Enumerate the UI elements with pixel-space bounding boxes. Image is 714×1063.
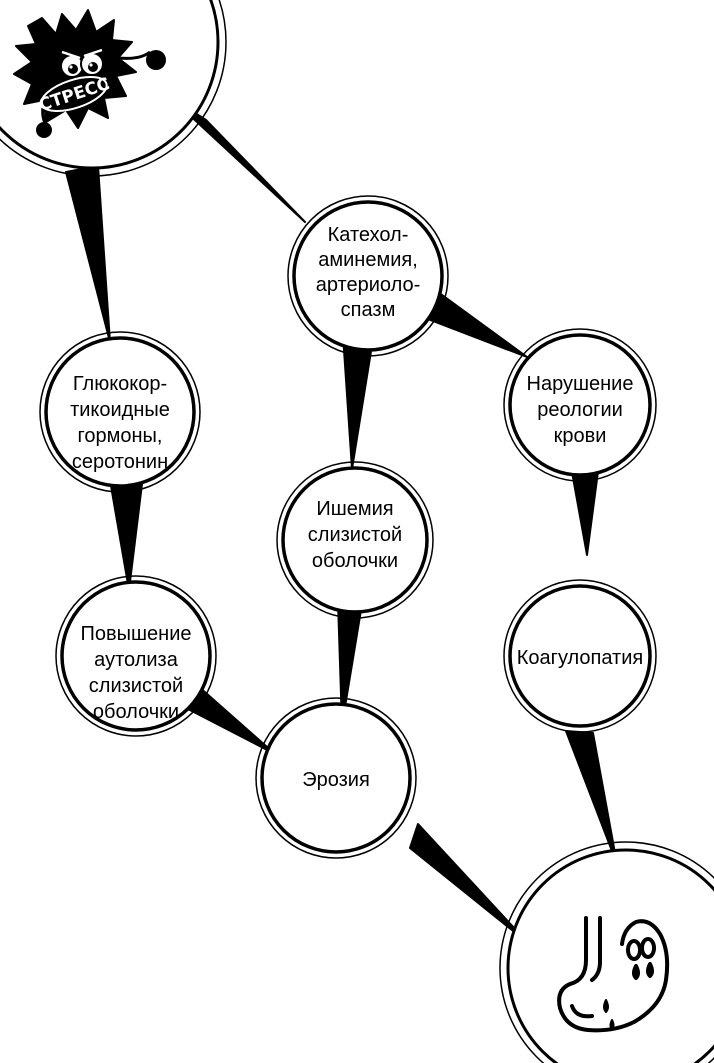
- node-autolysis-line-1: Повышение: [80, 623, 191, 645]
- arrow-glucocorticoids-to-autolysis: [110, 483, 143, 591]
- stress-source: СТРЕСС: [0, 0, 227, 177]
- node-catecholaminemia-line-1: Катехол-: [328, 224, 409, 246]
- node-catecholaminemia-line-3: артериоло-: [316, 274, 421, 296]
- node-glucocorticoids-line-3: гормоны,: [78, 425, 163, 447]
- node-rheology-line-1: Нарушение: [527, 373, 634, 395]
- node-catecholaminemia-line-2: аминемия,: [318, 249, 418, 271]
- node-autolysis-line-2: аутолиза: [94, 649, 179, 671]
- node-ischemia: Ишемия слизистой оболочки: [276, 461, 434, 619]
- node-coagulopathy: Коагулопатия: [503, 579, 657, 733]
- arrow-catecholamine-to-rheology: [424, 291, 528, 358]
- node-rheology-line-2: реологии: [537, 399, 623, 421]
- node-erosion: Эрозия: [255, 697, 417, 859]
- node-erosion-label: Эрозия: [302, 769, 370, 791]
- node-glucocorticoids-line-2: тикоидные: [70, 399, 170, 421]
- node-rheology-line-3: крови: [554, 425, 607, 447]
- stress-monster-icon: СТРЕСС: [13, 9, 166, 138]
- connectors: [65, 96, 618, 944]
- node-glucocorticoids: Глюкокор- тикоидные гормоны, серотонин: [39, 331, 201, 493]
- node-autolysis-line-4: оболочки: [93, 701, 179, 723]
- node-ischemia-line-1: Ишемия: [316, 498, 393, 520]
- stomach-target: [499, 841, 714, 1063]
- node-catecholaminemia-line-4: спазм: [341, 299, 396, 321]
- arrow-stress-to-glucocorticoids: [65, 165, 111, 343]
- node-catecholaminemia: Катехол- аминемия, артериоло- спазм: [287, 195, 449, 357]
- sad-stomach-icon: [557, 916, 670, 1033]
- node-ischemia-line-3: оболочки: [312, 550, 398, 572]
- node-glucocorticoids-line-1: Глюкокор-: [73, 373, 167, 395]
- node-autolysis: Повышение аутолиза слизистой оболочки: [55, 575, 217, 737]
- arrow-erosion-to-stomach: [409, 823, 529, 944]
- arrow-coagulopathy-to-stomach: [565, 730, 618, 865]
- node-autolysis-line-3: слизистой: [89, 675, 183, 697]
- node-coagulopathy-label: Коагулопатия: [517, 647, 643, 669]
- node-glucocorticoids-line-4: серотонин: [72, 451, 168, 473]
- node-rheology: Нарушение реологии крови: [503, 328, 657, 482]
- node-ischemia-line-2: слизистой: [308, 524, 402, 546]
